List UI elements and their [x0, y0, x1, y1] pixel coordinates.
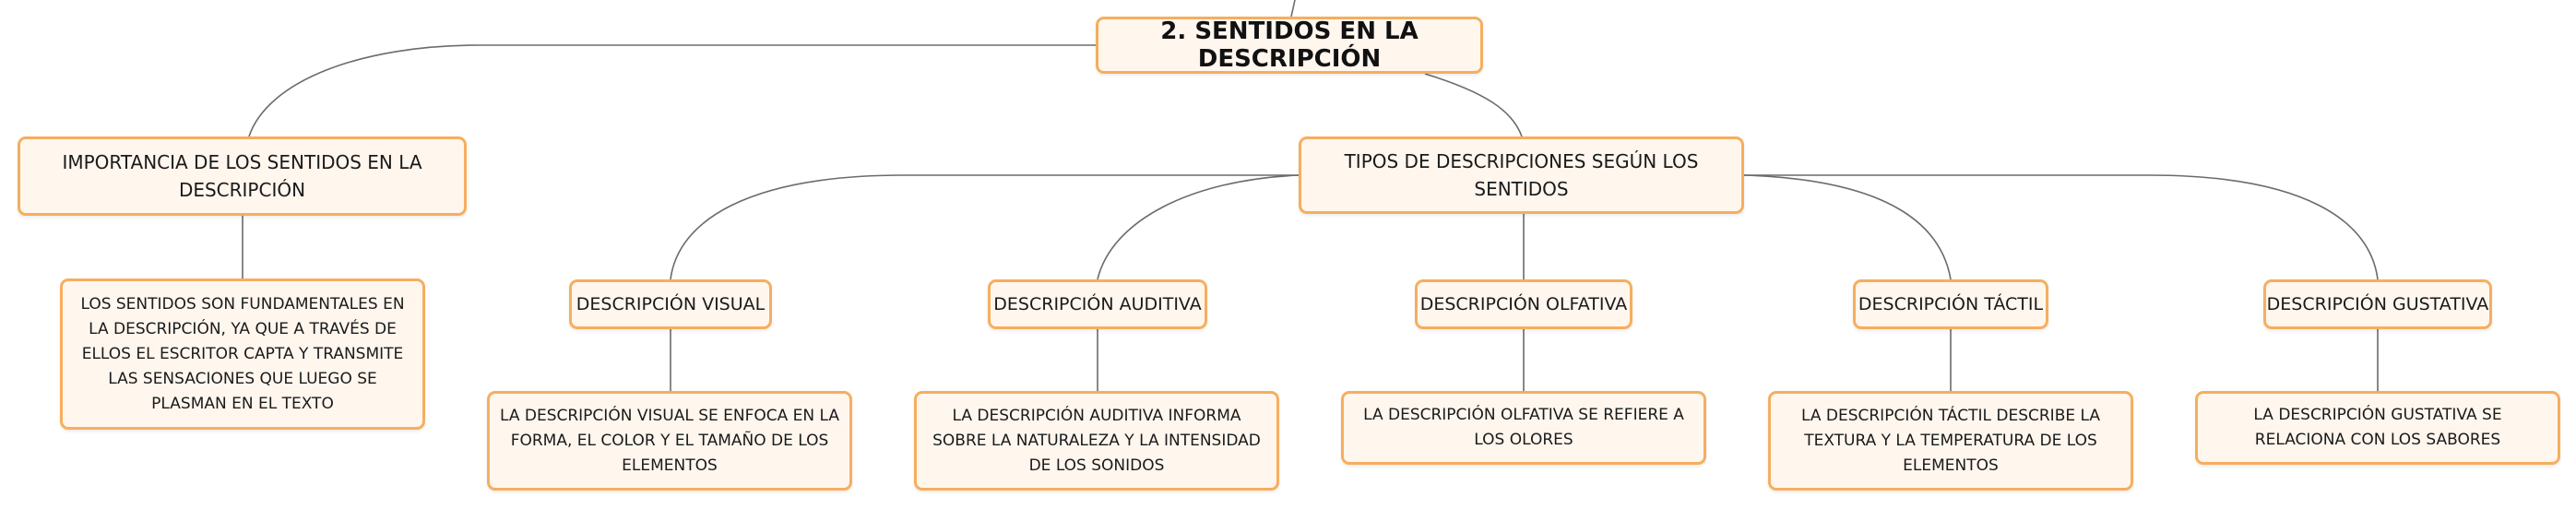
root-label: 2. SENTIDOS EN LA DESCRIPCIÓN — [1160, 18, 1419, 73]
importance-detail-text: LOS SENTIDOS SON FUNDAMENTALES EN LA DES… — [80, 294, 405, 413]
detail-text: LA DESCRIPCIÓN VISUAL SE ENFOCA EN LA FO… — [499, 406, 840, 475]
detail-text: LA DESCRIPCIÓN TÁCTIL DESCRIBE LA TEXTUR… — [1800, 406, 2100, 475]
sense-node-olfativa[interactable]: DESCRIPCIÓN OLFATIVA — [1415, 279, 1632, 329]
detail-node-tactil[interactable]: LA DESCRIPCIÓN TÁCTIL DESCRIBE LA TEXTUR… — [1768, 391, 2133, 491]
detail-text: LA DESCRIPCIÓN OLFATIVA SE REFIERE A LOS… — [1363, 406, 1684, 449]
importance-detail-node[interactable]: LOS SENTIDOS SON FUNDAMENTALES EN LA DES… — [60, 278, 425, 430]
sense-label: DESCRIPCIÓN GUSTATIVA — [2266, 294, 2489, 314]
connector-root-types — [1424, 73, 1523, 137]
sense-label: DESCRIPCIÓN VISUAL — [576, 294, 766, 314]
importance-label: IMPORTANCIA DE LOS SENTIDOS EN LA DESCRI… — [62, 151, 422, 201]
sense-label: DESCRIPCIÓN AUDITIVA — [993, 294, 1202, 314]
connector-types-auditiva — [1097, 174, 1300, 280]
types-node[interactable]: TIPOS DE DESCRIPCIONES SEGÚN LOS SENTIDO… — [1299, 136, 1744, 214]
sense-node-auditiva[interactable]: DESCRIPCIÓN AUDITIVA — [988, 279, 1207, 329]
root-node[interactable]: 2. SENTIDOS EN LA DESCRIPCIÓN — [1096, 17, 1483, 74]
importance-node[interactable]: IMPORTANCIA DE LOS SENTIDOS EN LA DESCRI… — [18, 136, 467, 216]
detail-node-visual[interactable]: LA DESCRIPCIÓN VISUAL SE ENFOCA EN LA FO… — [487, 391, 852, 491]
connector-parent-root — [1290, 0, 1296, 18]
sense-label: DESCRIPCIÓN OLFATIVA — [1419, 294, 1628, 314]
connector-types-gustativa — [1744, 174, 2379, 280]
detail-node-auditiva[interactable]: LA DESCRIPCIÓN AUDITIVA INFORMA SOBRE LA… — [914, 391, 1279, 491]
sense-node-visual[interactable]: DESCRIPCIÓN VISUAL — [569, 279, 772, 329]
detail-node-olfativa[interactable]: LA DESCRIPCIÓN OLFATIVA SE REFIERE A LOS… — [1341, 391, 1706, 465]
detail-node-gustativa[interactable]: LA DESCRIPCIÓN GUSTATIVA SE RELACIONA CO… — [2195, 391, 2560, 465]
sense-node-gustativa[interactable]: DESCRIPCIÓN GUSTATIVA — [2263, 279, 2492, 329]
sense-node-tactil[interactable]: DESCRIPCIÓN TÁCTIL — [1853, 279, 2048, 329]
types-label: TIPOS DE DESCRIPCIONES SEGÚN LOS SENTIDO… — [1344, 150, 1699, 200]
sense-label: DESCRIPCIÓN TÁCTIL — [1858, 294, 2044, 314]
connector-root-importance — [248, 44, 1096, 137]
connector-types-tactil — [1743, 174, 1952, 280]
detail-text: LA DESCRIPCIÓN GUSTATIVA SE RELACIONA CO… — [2253, 406, 2502, 449]
connector-types-visual — [670, 174, 1299, 280]
detail-text: LA DESCRIPCIÓN AUDITIVA INFORMA SOBRE LA… — [932, 406, 1261, 475]
